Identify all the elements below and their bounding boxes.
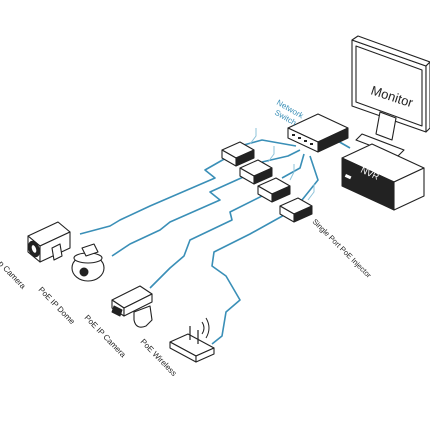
power-cord-4 xyxy=(307,184,315,201)
wireless-ap-icon xyxy=(169,317,215,363)
monitor-icon xyxy=(351,35,430,157)
device-label-camera: p Camera xyxy=(0,259,28,291)
device-label-ptz: PoE IP Camera xyxy=(83,313,128,360)
power-cord-1 xyxy=(249,128,257,145)
cable-switch-injector-1 xyxy=(239,139,297,147)
nvr-icon xyxy=(341,143,425,211)
injector-label: Single Port PoE Injector xyxy=(311,217,374,280)
injector-1 xyxy=(221,141,255,167)
injector-4 xyxy=(279,197,313,223)
cable-ptz-camera xyxy=(149,191,271,289)
ptz-camera-icon xyxy=(111,285,153,328)
cable-dome-camera xyxy=(111,173,251,257)
power-cord-3 xyxy=(289,164,295,181)
power-cord-2 xyxy=(267,146,275,163)
cable-switch-injector-3 xyxy=(281,153,305,179)
cable-switch-injector-4 xyxy=(301,155,319,201)
injector-2 xyxy=(239,159,273,185)
dome-camera-icon xyxy=(71,243,105,282)
cable-switch-injector-2 xyxy=(261,149,301,163)
cable-wireless xyxy=(211,213,287,345)
device-label-dome: PoE IP Dome xyxy=(37,285,77,326)
bullet-camera-icon xyxy=(27,221,71,263)
cables xyxy=(79,128,351,345)
cable-bullet-camera xyxy=(79,157,227,235)
injector-icon xyxy=(221,141,313,223)
switch-icon xyxy=(287,113,349,153)
injector-3 xyxy=(257,177,291,203)
